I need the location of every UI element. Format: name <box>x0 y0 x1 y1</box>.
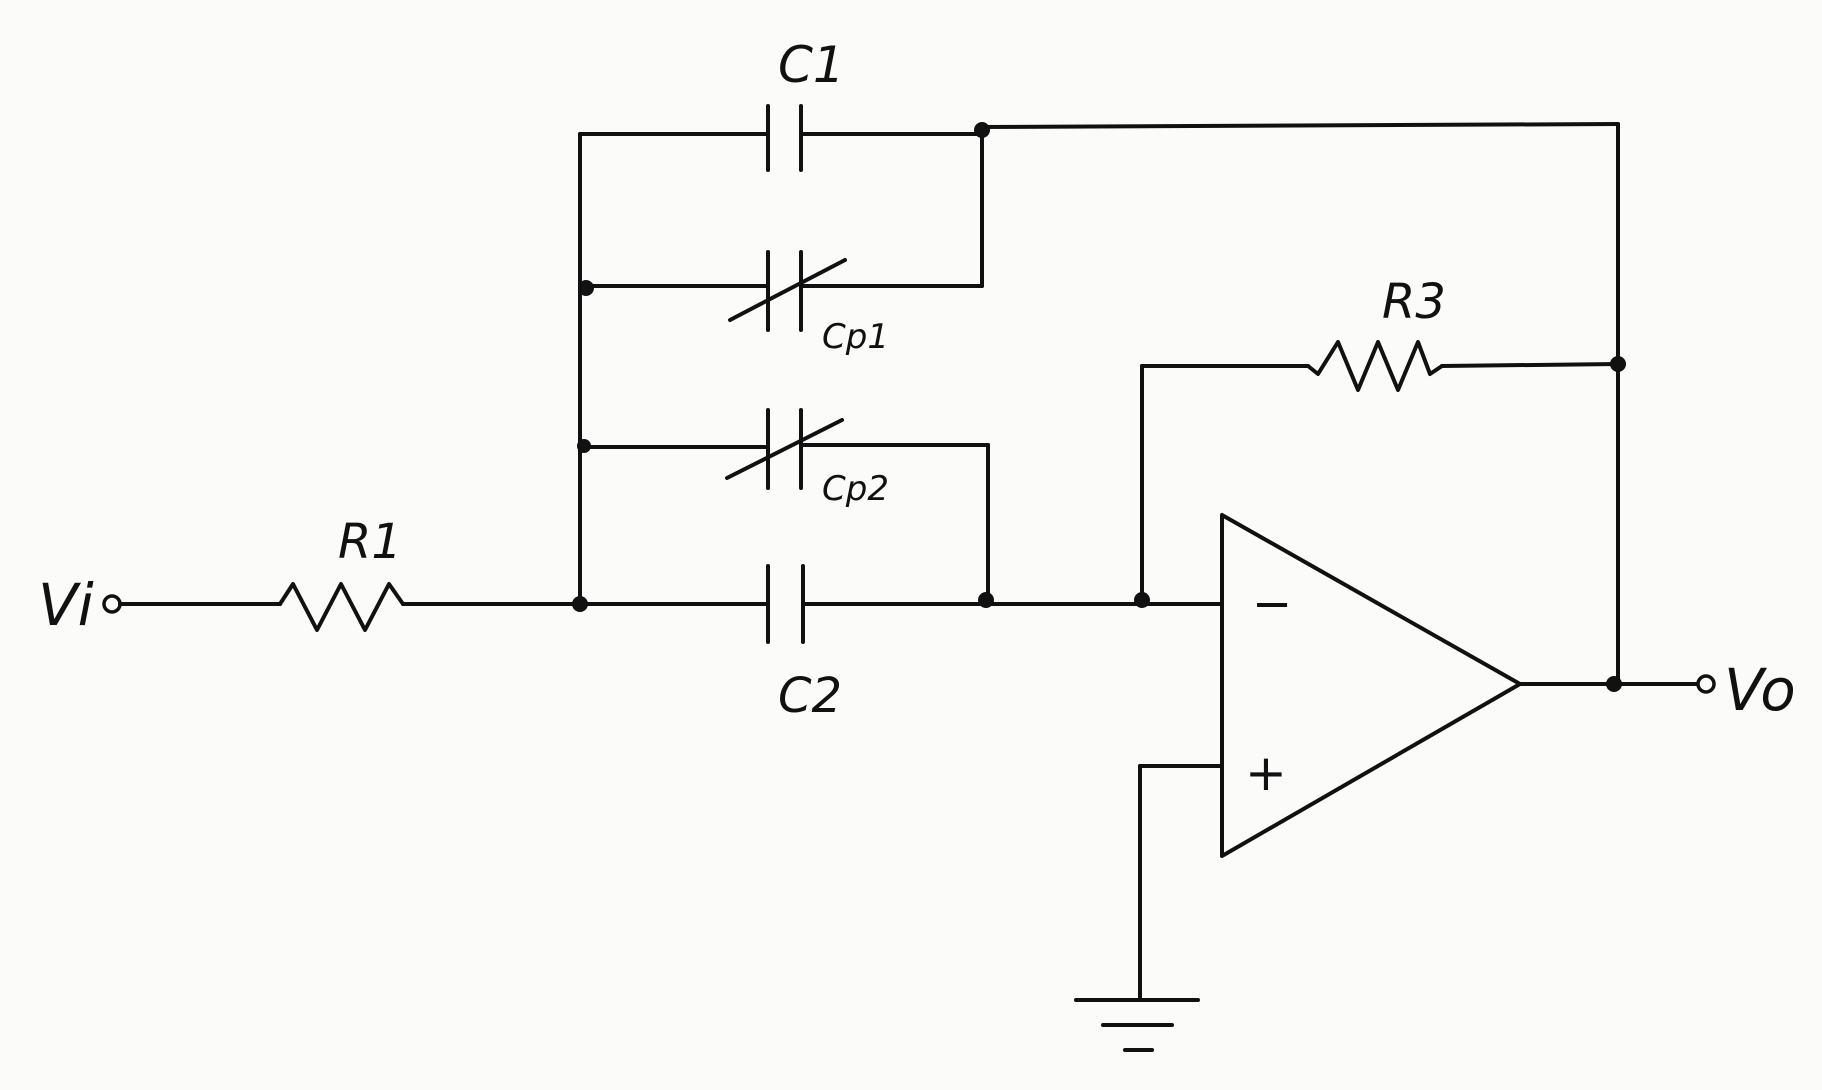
label-cp1: Cp1 <box>822 317 889 357</box>
op-amp-minus-sign: − <box>1252 576 1292 632</box>
label-r3: R3 <box>1382 274 1446 330</box>
label-vi: Vi <box>38 571 94 639</box>
op-amp: − + <box>1220 513 1522 858</box>
resistor-r1 <box>278 582 405 632</box>
c1-branch <box>578 104 982 172</box>
cp1-branch <box>578 128 984 332</box>
cp1-variable-arrow <box>728 258 847 322</box>
ground-branch <box>1074 764 1224 1052</box>
r3-branch <box>1140 340 1620 606</box>
label-cp2: Cp2 <box>822 469 889 509</box>
junction-dots <box>572 122 1626 692</box>
cp2-branch <box>578 408 990 606</box>
op-amp-triangle <box>1220 513 1522 858</box>
vo-terminal <box>1696 674 1716 694</box>
c2-branch <box>578 564 1224 644</box>
cp2-variable-arrow <box>725 418 844 480</box>
top-feedback-rail <box>978 122 1620 129</box>
label-vo: Vo <box>1724 656 1796 724</box>
op-amp-plus-sign: + <box>1245 744 1287 802</box>
input-branch <box>102 582 582 632</box>
label-c2: C2 <box>778 668 842 724</box>
label-c1: C1 <box>778 36 845 94</box>
resistor-r3 <box>1306 340 1444 392</box>
label-r1: R1 <box>338 514 402 570</box>
vi-terminal <box>102 594 122 614</box>
